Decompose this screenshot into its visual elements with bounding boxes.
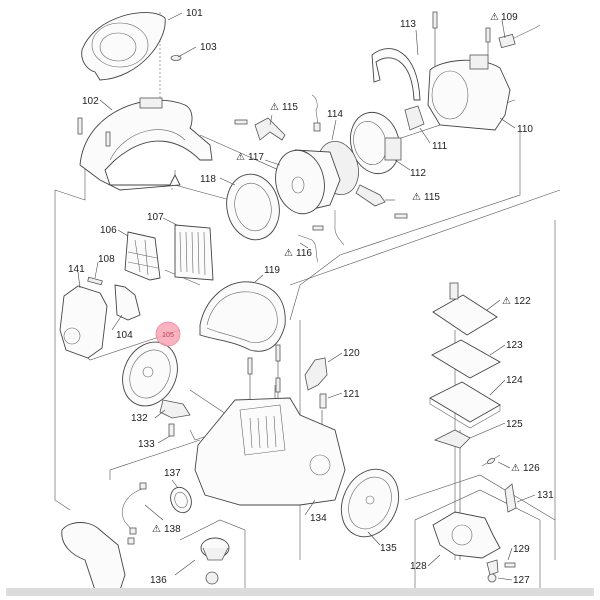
part-125[interactable] — [433, 429, 471, 449]
leader-lines — [77, 12, 536, 581]
part-121[interactable] — [319, 393, 327, 409]
part-106[interactable] — [124, 231, 161, 281]
highlight-label: 105 — [162, 332, 174, 339]
svg-text:117: 117 — [248, 152, 264, 163]
svg-text:116: 116 — [296, 248, 312, 259]
label-106[interactable]: 106 — [100, 225, 117, 236]
part-127[interactable] — [432, 511, 501, 559]
part-131[interactable] — [504, 483, 517, 513]
svg-text:115: 115 — [282, 102, 298, 113]
label-111[interactable]: 111 — [432, 141, 448, 152]
part-124[interactable] — [429, 381, 501, 429]
label-126[interactable]: ⚠ 126 — [511, 463, 540, 474]
label-123[interactable]: 123 — [506, 340, 523, 351]
svg-text:115: 115 — [424, 192, 440, 203]
warning-icon: ⚠ — [236, 152, 245, 163]
part-102[interactable] — [79, 97, 213, 191]
warning-icon: ⚠ — [502, 296, 511, 307]
part-111[interactable] — [404, 105, 425, 131]
part-101[interactable] — [81, 12, 166, 81]
svg-text:126: 126 — [523, 463, 540, 474]
label-132[interactable]: 132 — [131, 413, 148, 424]
part-112[interactable] — [344, 107, 406, 179]
part-115-lower[interactable] — [355, 184, 386, 207]
label-137[interactable]: 137 — [164, 468, 181, 479]
part-136[interactable] — [200, 537, 230, 585]
warning-icon: ⚠ — [511, 463, 520, 474]
label-113[interactable]: 113 — [400, 19, 416, 30]
label-129[interactable]: 129 — [513, 544, 530, 555]
label-122[interactable]: ⚠ 122 — [502, 296, 531, 307]
part-123[interactable] — [431, 339, 501, 379]
label-124[interactable]: 124 — [506, 375, 523, 386]
part-129[interactable] — [504, 562, 516, 568]
label-116[interactable]: ⚠ 116 — [284, 248, 312, 259]
label-107[interactable]: 107 — [147, 212, 164, 223]
label-131[interactable]: 131 — [537, 490, 554, 501]
warning-icon: ⚠ — [284, 248, 293, 259]
part-110[interactable] — [427, 54, 511, 131]
part-120[interactable] — [304, 357, 328, 391]
label-103[interactable]: 103 — [200, 42, 217, 53]
part-128[interactable] — [486, 559, 499, 583]
label-120[interactable]: 120 — [343, 348, 360, 359]
label-110[interactable]: 110 — [517, 124, 533, 135]
label-102[interactable]: 102 — [82, 96, 99, 107]
part-109[interactable] — [498, 24, 541, 49]
part-126[interactable] — [481, 454, 501, 467]
part-108[interactable] — [87, 276, 103, 286]
part-137[interactable] — [167, 484, 195, 515]
part-119[interactable] — [199, 281, 286, 352]
warning-icon: ⚠ — [152, 524, 161, 535]
svg-text:109: 109 — [501, 12, 518, 23]
part-hose-inlet[interactable] — [61, 522, 126, 591]
label-128[interactable]: 127 — [513, 575, 530, 586]
label-134[interactable]: 134 — [310, 513, 327, 524]
label-127[interactable]: 128 — [410, 561, 427, 572]
label-133[interactable]: 133 — [138, 439, 155, 450]
label-118[interactable]: 118 — [200, 174, 216, 185]
warning-icon: ⚠ — [412, 192, 421, 203]
label-138[interactable]: ⚠ 138 — [152, 524, 181, 535]
label-117[interactable]: ⚠ 117 — [236, 152, 264, 163]
screws — [77, 11, 491, 393]
label-104[interactable]: 104 — [116, 330, 133, 341]
part-122[interactable] — [432, 282, 498, 336]
label-121[interactable]: 121 — [343, 389, 360, 400]
part-116[interactable] — [297, 210, 345, 263]
part-132[interactable] — [159, 399, 191, 419]
part-115-upper[interactable] — [254, 117, 286, 141]
part-117[interactable] — [270, 146, 341, 219]
label-136[interactable]: 136 — [150, 575, 167, 586]
svg-text:138: 138 — [164, 524, 181, 535]
label-109[interactable]: ⚠ 109 — [490, 12, 518, 23]
part-labels: 101 103 102 113 ⚠ 109 110 111 112 114 ⚠ … — [68, 8, 554, 586]
part-138[interactable] — [122, 482, 147, 545]
label-108[interactable]: 108 — [98, 254, 115, 265]
label-125[interactable]: 125 — [506, 419, 523, 430]
label-115-lower[interactable]: ⚠ 115 — [412, 192, 440, 203]
highlight-marker-105[interactable]: 105 — [155, 321, 181, 347]
part-104[interactable] — [114, 284, 141, 321]
part-118[interactable] — [221, 169, 286, 244]
label-115-upper[interactable]: ⚠ 115 — [270, 102, 298, 113]
part-113[interactable] — [371, 48, 421, 101]
label-101[interactable]: 101 — [186, 8, 203, 19]
warning-icon: ⚠ — [490, 12, 499, 23]
part-105-wheel[interactable] — [112, 333, 187, 415]
label-112[interactable]: 112 — [410, 168, 426, 179]
scrollbar-horizontal[interactable] — [6, 588, 594, 596]
label-141[interactable]: 141 — [68, 264, 85, 275]
label-119[interactable]: 119 — [264, 265, 280, 276]
part-141[interactable] — [59, 285, 108, 359]
part-134[interactable] — [194, 397, 346, 506]
part-135[interactable] — [331, 460, 410, 546]
part-133[interactable] — [168, 423, 175, 437]
warning-icon: ⚠ — [270, 102, 279, 113]
label-114[interactable]: 114 — [327, 109, 343, 120]
part-107[interactable] — [174, 224, 214, 281]
svg-text:122: 122 — [514, 296, 531, 307]
label-135[interactable]: 135 — [380, 543, 397, 554]
